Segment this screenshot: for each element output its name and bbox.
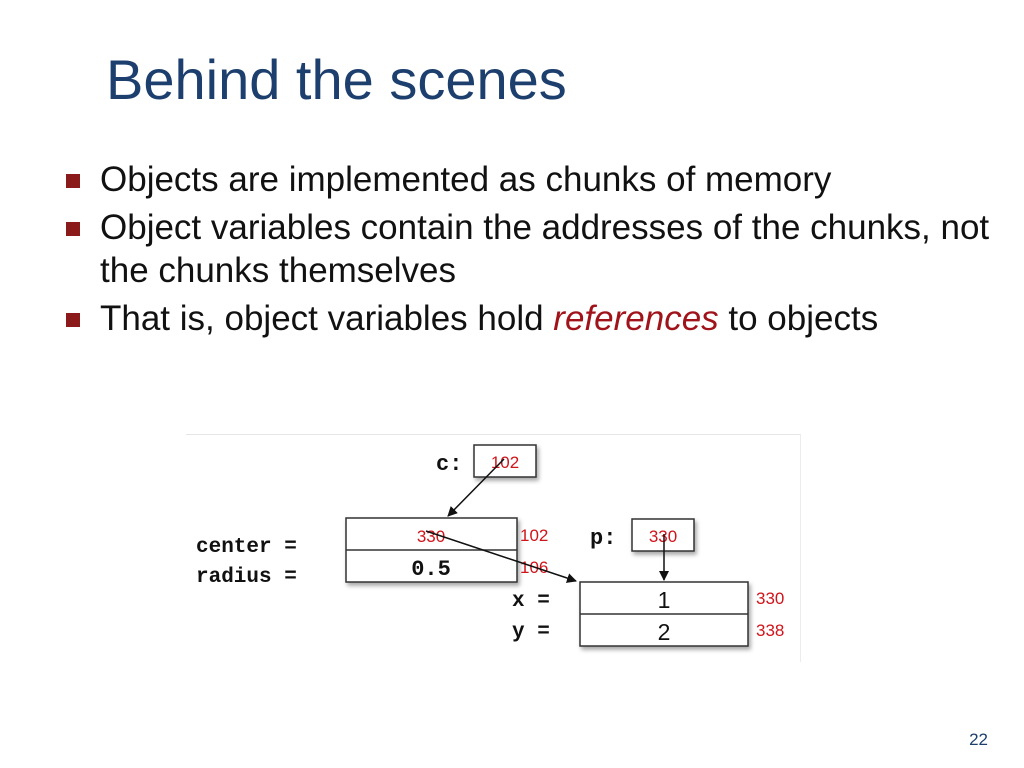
emphasized-term: references <box>553 299 719 338</box>
memory-diagram: c: 102 center = radius = 330 0.5 102 106… <box>186 434 801 662</box>
memory-diagram-svg: c: 102 center = radius = 330 0.5 102 106… <box>196 444 784 647</box>
y-field-value: 2 <box>658 619 671 645</box>
bullet-square-icon <box>66 174 80 188</box>
x-field-label: x = <box>512 590 550 613</box>
center-field-address: 102 <box>520 526 548 545</box>
bullet-item: Object variables contain the addresses o… <box>66 206 1006 292</box>
bullet-item: That is, object variables hold reference… <box>66 297 1006 340</box>
bullet-text: Object variables contain the addresses o… <box>100 208 990 290</box>
page-number: 22 <box>969 730 988 749</box>
bullet-text-after: to objects <box>718 299 879 338</box>
p-variable-value: 330 <box>649 527 677 546</box>
slide-title: Behind the scenes <box>106 48 567 111</box>
c-variable-value: 102 <box>491 453 519 472</box>
c-variable-box <box>473 444 537 478</box>
bullet-square-icon <box>66 313 80 327</box>
y-field-address: 338 <box>756 621 784 640</box>
bullet-text: Objects are implemented as chunks of mem… <box>100 160 832 199</box>
center-reference-arrow <box>425 530 577 583</box>
bullet-item: Objects are implemented as chunks of mem… <box>66 158 1006 201</box>
c-reference-arrow <box>447 458 505 517</box>
bullet-text-before: That is, object variables hold <box>100 299 554 338</box>
x-field-value: 1 <box>658 587 671 613</box>
x-field-address: 330 <box>756 589 784 608</box>
radius-field-label: radius = <box>196 566 297 589</box>
center-field-value: 330 <box>417 527 445 546</box>
y-field-label: y = <box>512 621 550 644</box>
p-variable-box <box>631 518 695 552</box>
center-field-label: center = <box>196 536 297 559</box>
bullet-list: Objects are implemented as chunks of mem… <box>66 158 1006 345</box>
radius-field-value: 0.5 <box>411 557 451 582</box>
p-variable-label: p: <box>590 526 616 551</box>
c-variable-label: c: <box>436 452 462 477</box>
bullet-square-icon <box>66 222 80 236</box>
